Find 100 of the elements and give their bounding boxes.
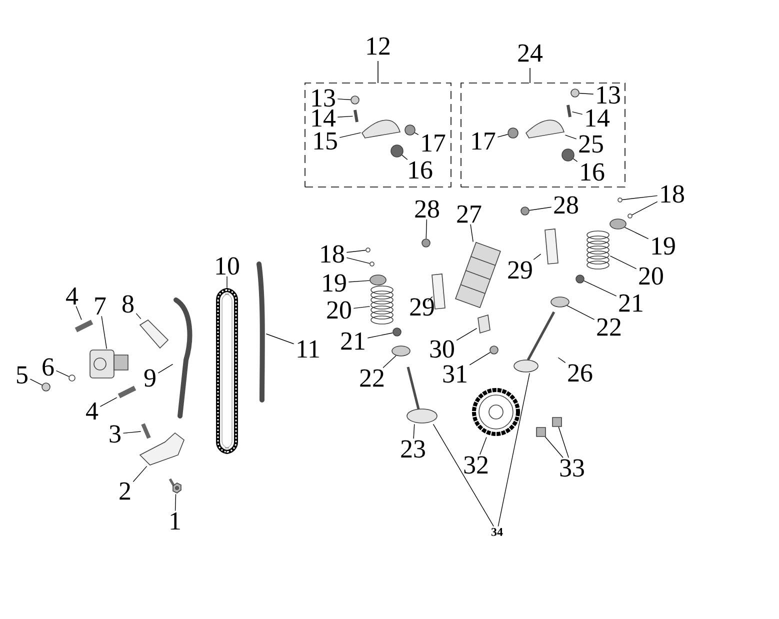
callout-number: 29 bbox=[508, 261, 532, 279]
leader-line bbox=[402, 154, 408, 160]
small-bolt-drawing bbox=[536, 427, 546, 437]
chain-guide-drawing bbox=[174, 298, 192, 418]
leader-line bbox=[56, 370, 70, 377]
callout-number: 16 bbox=[409, 161, 432, 179]
leader-line bbox=[497, 134, 508, 138]
leader-line bbox=[346, 250, 366, 253]
spring-seat-drawing bbox=[550, 296, 570, 308]
leader-line bbox=[427, 296, 433, 302]
leader-line bbox=[174, 494, 176, 512]
callout-number: 14 bbox=[312, 109, 336, 127]
keeper-drawing bbox=[370, 262, 374, 266]
bushing-drawing bbox=[508, 128, 518, 138]
leader-line bbox=[226, 276, 228, 288]
bushing-drawing bbox=[404, 124, 416, 136]
callout-number: 32 bbox=[464, 456, 488, 474]
leader-line bbox=[566, 305, 595, 320]
leader-line bbox=[337, 98, 351, 100]
leader-line bbox=[76, 306, 82, 320]
callout-number: 28 bbox=[415, 200, 439, 218]
leader-line bbox=[100, 397, 118, 407]
leader-line bbox=[533, 254, 542, 260]
callout-number: 4 bbox=[66, 287, 78, 305]
leader-line bbox=[122, 431, 142, 434]
leader-line bbox=[572, 158, 578, 162]
callout-number: 17 bbox=[472, 132, 496, 150]
leader-line bbox=[101, 316, 107, 350]
small-bolt-drawing bbox=[552, 417, 562, 427]
callout-number: 33 bbox=[560, 459, 584, 477]
valve-drawing-left bbox=[514, 311, 556, 372]
leader-line bbox=[353, 306, 370, 309]
callout-number: 20 bbox=[327, 301, 351, 319]
node-label: 12 bbox=[367, 37, 390, 55]
callout-number: 23 bbox=[401, 440, 425, 458]
retainer-drawing bbox=[610, 218, 626, 230]
callout-number: 25 bbox=[579, 135, 603, 153]
keeper-drawing bbox=[366, 248, 370, 252]
nut-drawing bbox=[570, 88, 580, 98]
leader-line bbox=[529, 206, 552, 211]
valve-drawing-right bbox=[406, 366, 438, 424]
leader-line bbox=[469, 352, 491, 366]
leader-line bbox=[480, 436, 487, 455]
callout-number: 22 bbox=[597, 318, 621, 336]
leader-line bbox=[558, 426, 569, 458]
screw-drawing bbox=[118, 386, 136, 398]
callout-number: 7 bbox=[95, 298, 106, 314]
screw-drawing bbox=[74, 320, 94, 332]
dowel-drawing bbox=[354, 110, 358, 122]
callout-number: 27 bbox=[457, 205, 482, 223]
valve-seal-drawing bbox=[392, 328, 402, 336]
leader-line bbox=[136, 313, 142, 320]
callout-number: 14 bbox=[586, 109, 610, 127]
callout-number: 34 bbox=[491, 528, 503, 536]
callout-number: 17 bbox=[422, 134, 446, 152]
callout-number: 13 bbox=[312, 89, 335, 107]
leader-line bbox=[339, 132, 362, 138]
leader-line bbox=[432, 424, 494, 527]
callout-number: 13 bbox=[597, 86, 620, 104]
leader-line bbox=[610, 256, 637, 270]
spring-drawing bbox=[370, 286, 394, 324]
rocker-arm-drawing bbox=[526, 120, 564, 138]
valve-seal-drawing bbox=[576, 274, 584, 284]
callout-number: 2 bbox=[120, 482, 130, 500]
pin-drawing bbox=[141, 423, 151, 439]
leader-line bbox=[622, 195, 658, 200]
leader-line bbox=[470, 224, 474, 242]
washer-drawing bbox=[42, 382, 50, 392]
callout-number: 26 bbox=[568, 364, 592, 382]
callout-number: 18 bbox=[661, 185, 684, 203]
washer-drawing bbox=[422, 238, 430, 248]
nut-drawing bbox=[350, 96, 360, 104]
callout-number: 28 bbox=[554, 196, 578, 214]
leader-line bbox=[572, 111, 583, 115]
callout-number: 10 bbox=[216, 257, 239, 275]
callout-number: 3 bbox=[110, 425, 120, 443]
callout-number: 8 bbox=[122, 295, 134, 313]
callout-number: 1 bbox=[170, 512, 180, 530]
leader-line bbox=[413, 424, 415, 439]
leader-line bbox=[367, 332, 394, 338]
bolt-drawing bbox=[168, 478, 182, 494]
callout-number: 18 bbox=[321, 245, 344, 263]
callout-number: 6 bbox=[42, 358, 54, 376]
callout-number: 21 bbox=[341, 332, 364, 350]
leader-line bbox=[348, 280, 370, 282]
keeper-drawing bbox=[618, 198, 622, 202]
leader-line bbox=[544, 436, 564, 458]
roller-drawing bbox=[390, 144, 404, 158]
callout-number: 15 bbox=[314, 132, 337, 150]
retainer-drawing bbox=[370, 274, 386, 286]
leader-line bbox=[632, 201, 658, 216]
camshaft-drawing bbox=[455, 242, 501, 308]
callout-number: 31 bbox=[443, 365, 466, 383]
leader-line bbox=[624, 226, 649, 240]
leader-line bbox=[558, 357, 566, 364]
sprocket-drawing bbox=[472, 388, 520, 436]
leader-line bbox=[30, 378, 42, 386]
spring-seat-drawing bbox=[392, 346, 410, 356]
callout-number: 5 bbox=[17, 366, 28, 384]
chain-drawing bbox=[216, 288, 238, 454]
